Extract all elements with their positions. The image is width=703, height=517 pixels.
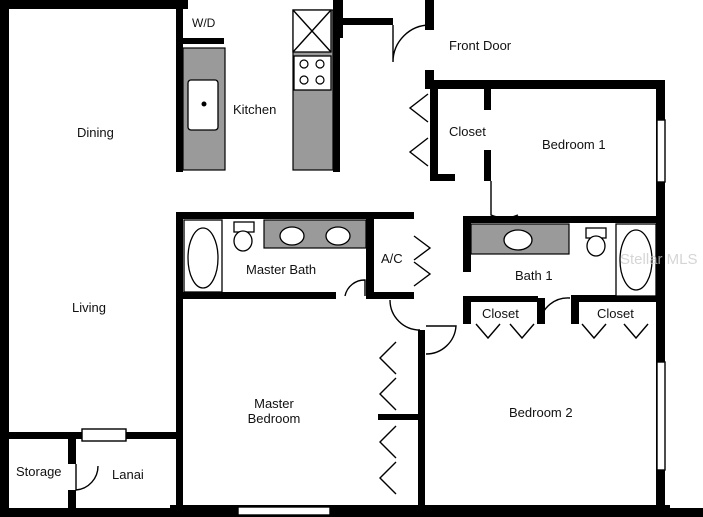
label-front-door: Front Door — [449, 38, 512, 53]
interior-walls — [0, 0, 665, 517]
closet-bifolds — [379, 93, 649, 495]
label-lanai: Lanai — [112, 467, 144, 482]
label-living: Living — [72, 300, 106, 315]
label-closet-b2-left: Closet — [482, 306, 519, 321]
label-bedroom2: Bedroom 2 — [509, 405, 573, 420]
master-bath-fixtures — [183, 219, 367, 293]
label-master-bath: Master Bath — [246, 262, 316, 277]
label-master-bedroom-1: Master — [254, 396, 294, 411]
door-swings — [75, 24, 571, 491]
watermark: Stellar MLS — [620, 251, 698, 268]
windows — [81, 119, 666, 516]
label-kitchen: Kitchen — [233, 102, 276, 117]
label-bedroom1: Bedroom 1 — [542, 137, 606, 152]
label-master-bedroom-2: Bedroom — [248, 411, 301, 426]
room-labels: W/D Front Door Kitchen Dining Closet Bed… — [16, 16, 698, 482]
bath1-fixtures — [470, 223, 657, 297]
label-wd: W/D — [192, 16, 216, 30]
label-bath1: Bath 1 — [515, 268, 553, 283]
label-closet-top: Closet — [449, 124, 486, 139]
label-dining: Dining — [77, 125, 114, 140]
label-storage: Storage — [16, 464, 62, 479]
kitchen-fixtures — [182, 9, 334, 171]
label-ac: A/C — [381, 251, 403, 266]
label-closet-b2-right: Closet — [597, 306, 634, 321]
